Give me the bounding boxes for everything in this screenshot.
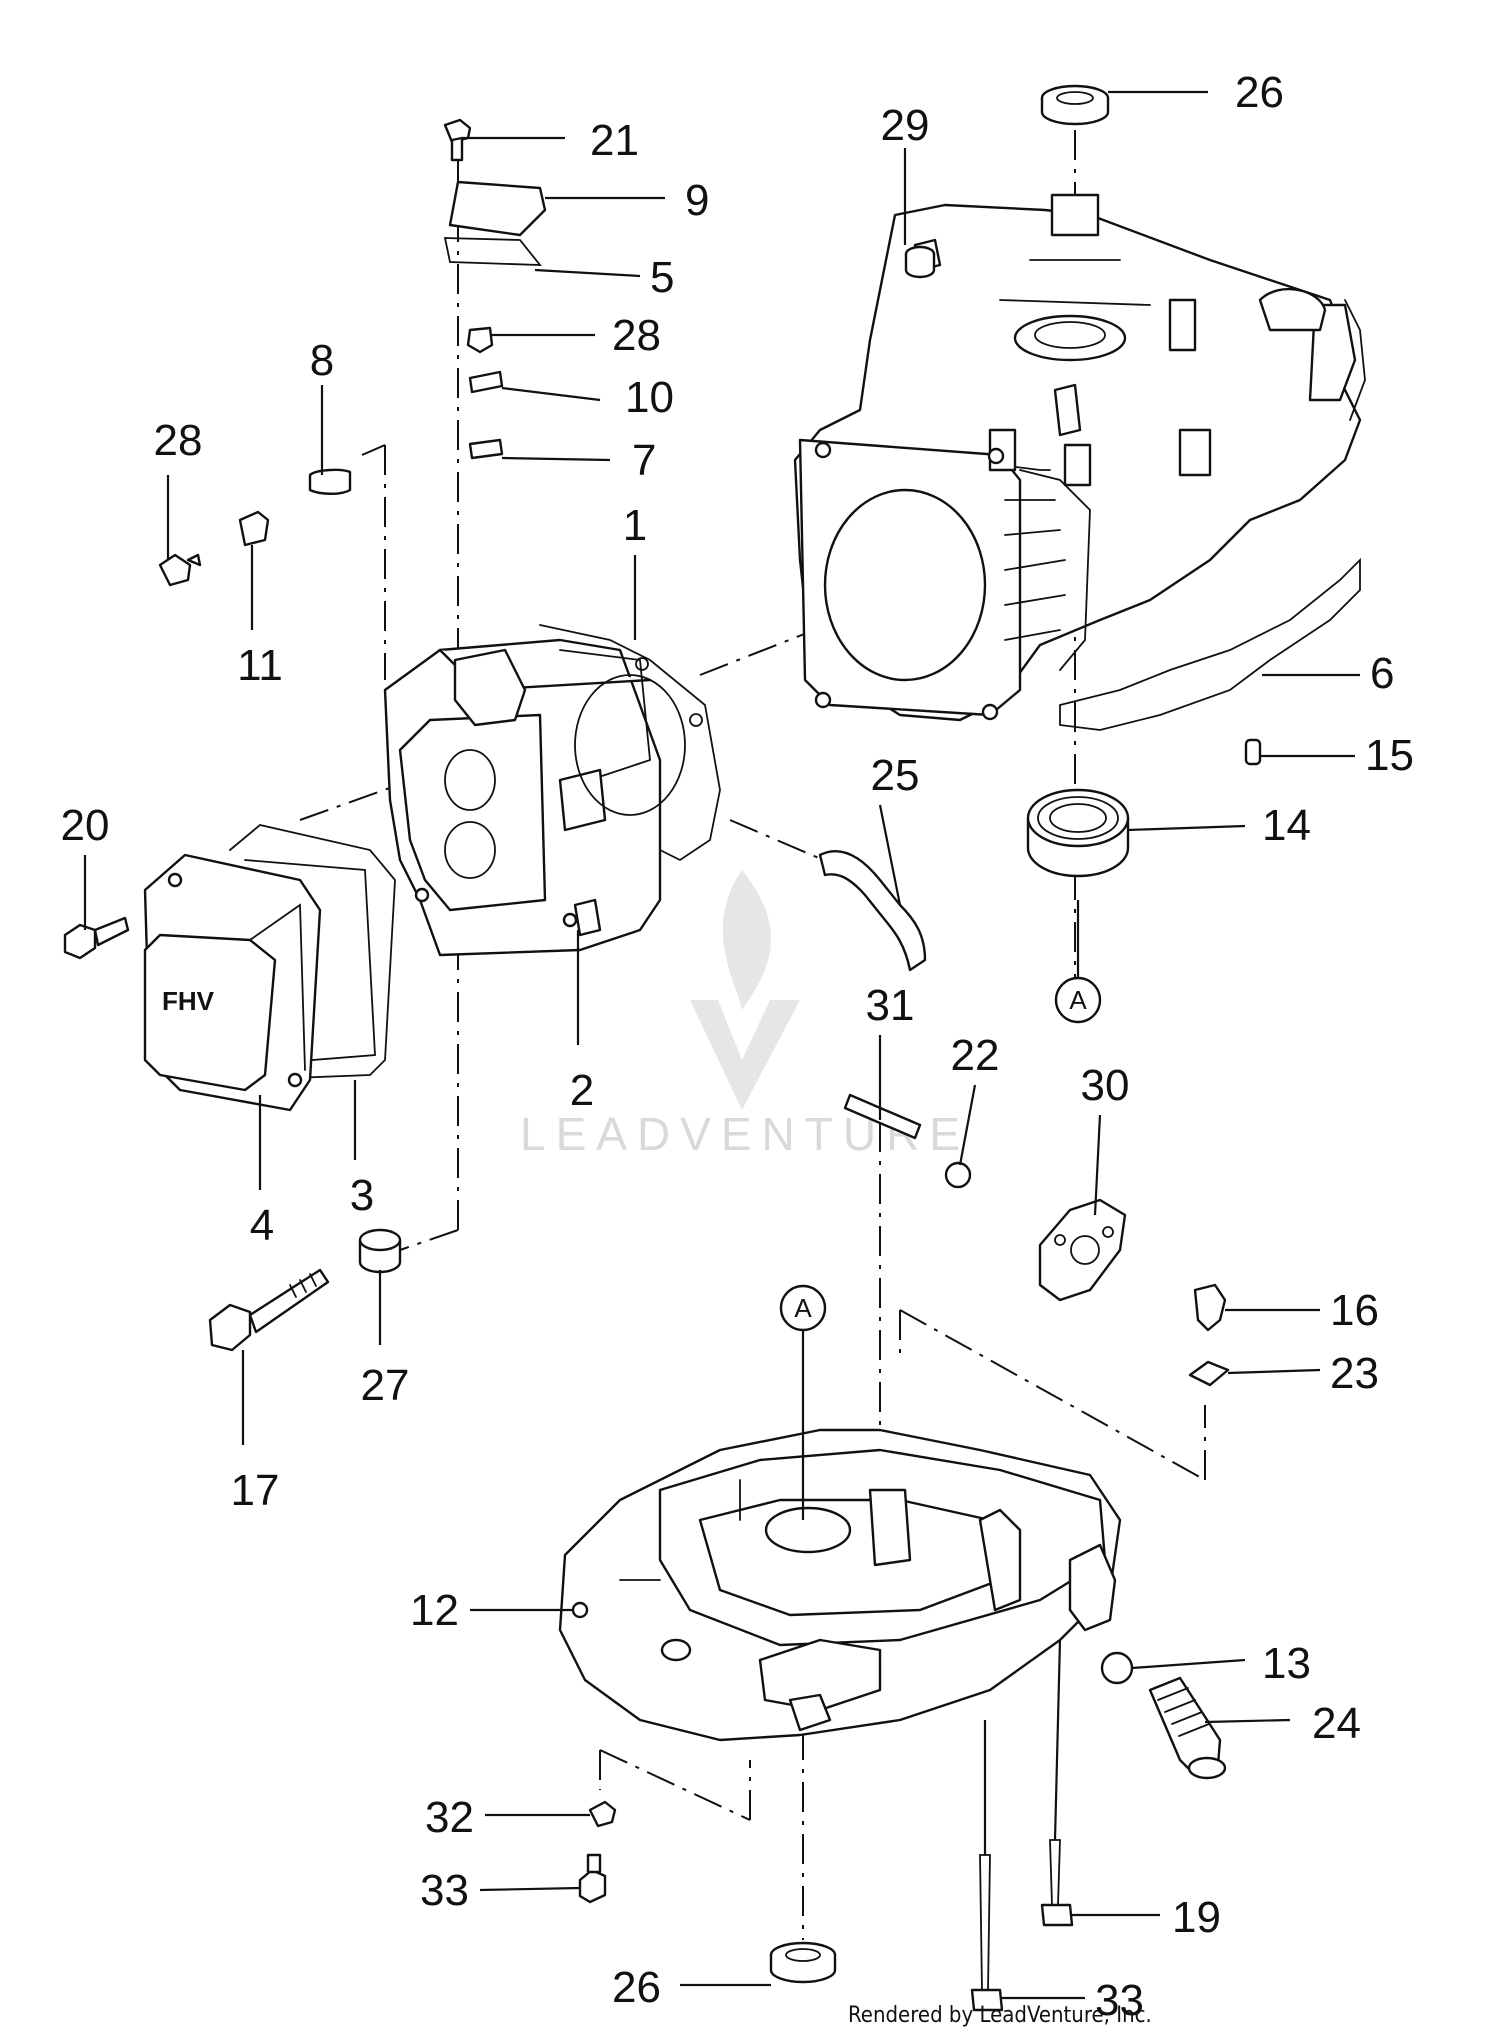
reference-marker-label: A xyxy=(1069,985,1087,1015)
dowel-pin-27 xyxy=(358,1228,402,1274)
callout-33-right[interactable]: 33 xyxy=(1095,1976,1144,2025)
fitting-32 xyxy=(588,1800,617,1828)
callout-19[interactable]: 19 xyxy=(1172,1893,1221,1942)
watermark-text: LEADVENTURE xyxy=(520,1108,970,1160)
watermark: LEADVENTURE xyxy=(520,870,970,1160)
callout-23[interactable]: 23 xyxy=(1330,1349,1379,1398)
callout-15[interactable]: 15 xyxy=(1365,731,1414,780)
callout-31[interactable]: 31 xyxy=(866,981,915,1030)
callout-30[interactable]: 30 xyxy=(1081,1061,1130,1110)
callout-8[interactable]: 8 xyxy=(310,336,334,385)
callout-21[interactable]: 21 xyxy=(590,116,639,165)
watermark-flame-logo-icon xyxy=(690,870,800,1110)
callout-16[interactable]: 16 xyxy=(1330,1286,1379,1335)
callout-11[interactable]: 11 xyxy=(237,641,283,690)
flange-bolt-right xyxy=(970,1854,1004,2012)
callout-2[interactable]: 2 xyxy=(570,1066,594,1115)
callout-33-left[interactable]: 33 xyxy=(420,1866,469,1915)
callout-22[interactable]: 22 xyxy=(951,1031,1000,1080)
callout-17[interactable]: 17 xyxy=(231,1466,280,1515)
callout-7[interactable]: 7 xyxy=(632,436,656,485)
render-credit: Rendered by LeadVenture, Inc. xyxy=(848,2003,1152,2028)
relief-spring-24 xyxy=(1148,1676,1227,1780)
push-rod xyxy=(843,1093,922,1140)
flange-bolt-left xyxy=(578,1853,607,1904)
callout-26-bottom[interactable]: 26 xyxy=(612,1963,661,2012)
rocker-cover-bolt xyxy=(63,916,130,960)
rocker-cover: FHV xyxy=(143,853,322,1112)
governor-gear xyxy=(1038,1198,1127,1302)
dowel-pin-15 xyxy=(1244,738,1262,766)
breather-tube xyxy=(818,850,927,972)
callout-20[interactable]: 20 xyxy=(61,801,110,850)
check-ball xyxy=(944,1161,972,1189)
reference-marker-a-upper: A xyxy=(1054,900,1102,1024)
svg-text:FHV: FHV xyxy=(162,986,215,1016)
callout-12[interactable]: 12 xyxy=(410,1586,459,1635)
callout-3[interactable]: 3 xyxy=(350,1171,374,1220)
cylinder-block xyxy=(793,193,1366,722)
callout-28-left[interactable]: 28 xyxy=(154,416,203,465)
callout-9[interactable]: 9 xyxy=(685,176,709,225)
head-gasket xyxy=(539,624,721,862)
callout-24[interactable]: 24 xyxy=(1312,1699,1361,1748)
callout-5[interactable]: 5 xyxy=(650,253,674,302)
cover-bolt-19 xyxy=(1040,1839,1074,1927)
callout-6[interactable]: 6 xyxy=(1370,649,1394,698)
callout-numbers: 26 29 21 9 5 28 10 7 8 28 11 1 6 15 14 2… xyxy=(61,68,1414,2025)
callout-26[interactable]: 26 xyxy=(1235,68,1284,117)
callout-25[interactable]: 25 xyxy=(871,751,920,800)
crankcase-cover xyxy=(558,1428,1122,1742)
washer-23 xyxy=(1188,1360,1230,1387)
relief-ball-13 xyxy=(1100,1651,1134,1685)
valve-parts-left xyxy=(158,468,352,587)
oil-seal-bottom xyxy=(769,1941,837,1984)
callout-29[interactable]: 29 xyxy=(881,101,930,150)
oil-seal-top xyxy=(1040,84,1110,126)
crankcase-gasket xyxy=(1059,557,1361,731)
callout-1[interactable]: 1 xyxy=(623,501,647,550)
callout-10[interactable]: 10 xyxy=(625,373,674,422)
callout-leader-lines xyxy=(83,90,1360,2000)
ball-bearing xyxy=(1026,788,1130,878)
callout-14[interactable]: 14 xyxy=(1262,801,1311,850)
head-bolt xyxy=(208,1268,330,1352)
rocker-cover-gasket xyxy=(229,824,396,1081)
callout-28[interactable]: 28 xyxy=(612,311,661,360)
reference-marker-label: A xyxy=(794,1293,812,1323)
callout-4[interactable]: 4 xyxy=(250,1201,274,1250)
drain-plug-16 xyxy=(1193,1283,1227,1332)
breather-valve-stack xyxy=(443,118,547,460)
callout-32[interactable]: 32 xyxy=(425,1793,474,1842)
cylinder-head xyxy=(383,638,662,957)
breather-fitting xyxy=(904,245,936,279)
callout-13[interactable]: 13 xyxy=(1262,1639,1311,1688)
reference-marker-a-lower: A xyxy=(779,1284,827,1520)
callout-27[interactable]: 27 xyxy=(361,1361,410,1410)
